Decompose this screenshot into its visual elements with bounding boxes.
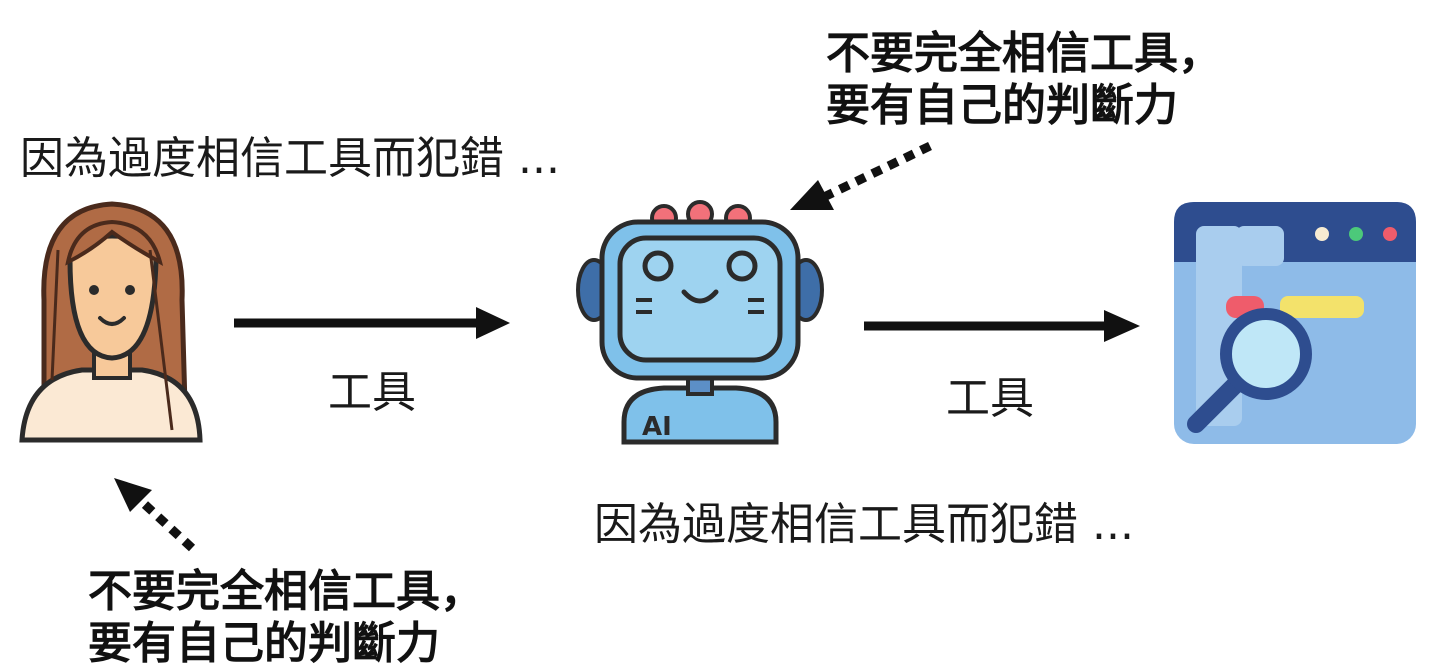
dotted-arrow-to-person [114,478,196,552]
top-advice: 不要完全相信工具， 要有自己的判斷力 [826,28,1222,132]
bottom-advice-line2: 要有自己的判斷力 [88,618,440,669]
top-advice-line2: 要有自己的判斷力 [826,80,1178,131]
bottom-advice: 不要完全相信工具， 要有自己的判斷力 [88,566,484,670]
browser-search-icon [1174,202,1416,444]
left-caption: 因為過度相信工具而犯錯 ... [20,133,560,184]
bottom-advice-line1: 不要完全相信工具， [88,566,484,617]
arrow-person-to-robot [234,307,510,339]
arrow1-label: 工具 [328,367,416,418]
arrow2-label: 工具 [946,373,1034,424]
top-advice-line1: 不要完全相信工具， [826,28,1222,79]
robot-badge-text: AI [642,412,672,442]
dotted-arrow-to-robot [790,141,932,210]
woman-avatar-icon [19,201,203,443]
ai-robot-icon: AI [576,200,824,445]
arrow-robot-to-browser [864,310,1140,342]
middle-caption: 因為過度相信工具而犯錯 ... [594,499,1134,550]
